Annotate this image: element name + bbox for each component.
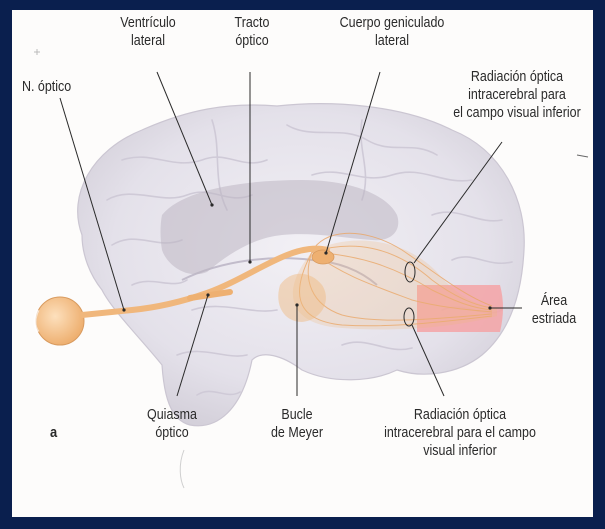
- label-quiasma-optico: Quiasma óptico: [138, 406, 207, 442]
- figure-frame: Ventrículo lateral Tracto óptico Cuerpo …: [12, 10, 593, 517]
- stray-curve: [180, 450, 184, 488]
- label-cuerpo-geniculado: Cuerpo geniculado lateral: [323, 14, 461, 50]
- stray-dash: [577, 155, 588, 157]
- label-n-optico: N. óptico: [22, 78, 71, 96]
- eyeball: [36, 297, 84, 345]
- panel-letter: a: [50, 424, 57, 442]
- label-radiacion-superior: Radiación óptica intracerebral para el c…: [435, 68, 593, 122]
- label-bucle-meyer: Bucle de Meyer: [263, 406, 332, 442]
- stray-mark: [34, 49, 40, 55]
- label-area-estriada: Área estriada: [524, 292, 584, 328]
- label-tracto-optico: Tracto óptico: [218, 14, 287, 50]
- label-radiacion-inferior: Radiación óptica intracerebral para el c…: [374, 406, 546, 460]
- label-ventriculo-lateral: Ventrículo lateral: [105, 14, 191, 50]
- lateral-geniculate-body: [312, 250, 334, 264]
- brain-hemisphere: [78, 104, 525, 426]
